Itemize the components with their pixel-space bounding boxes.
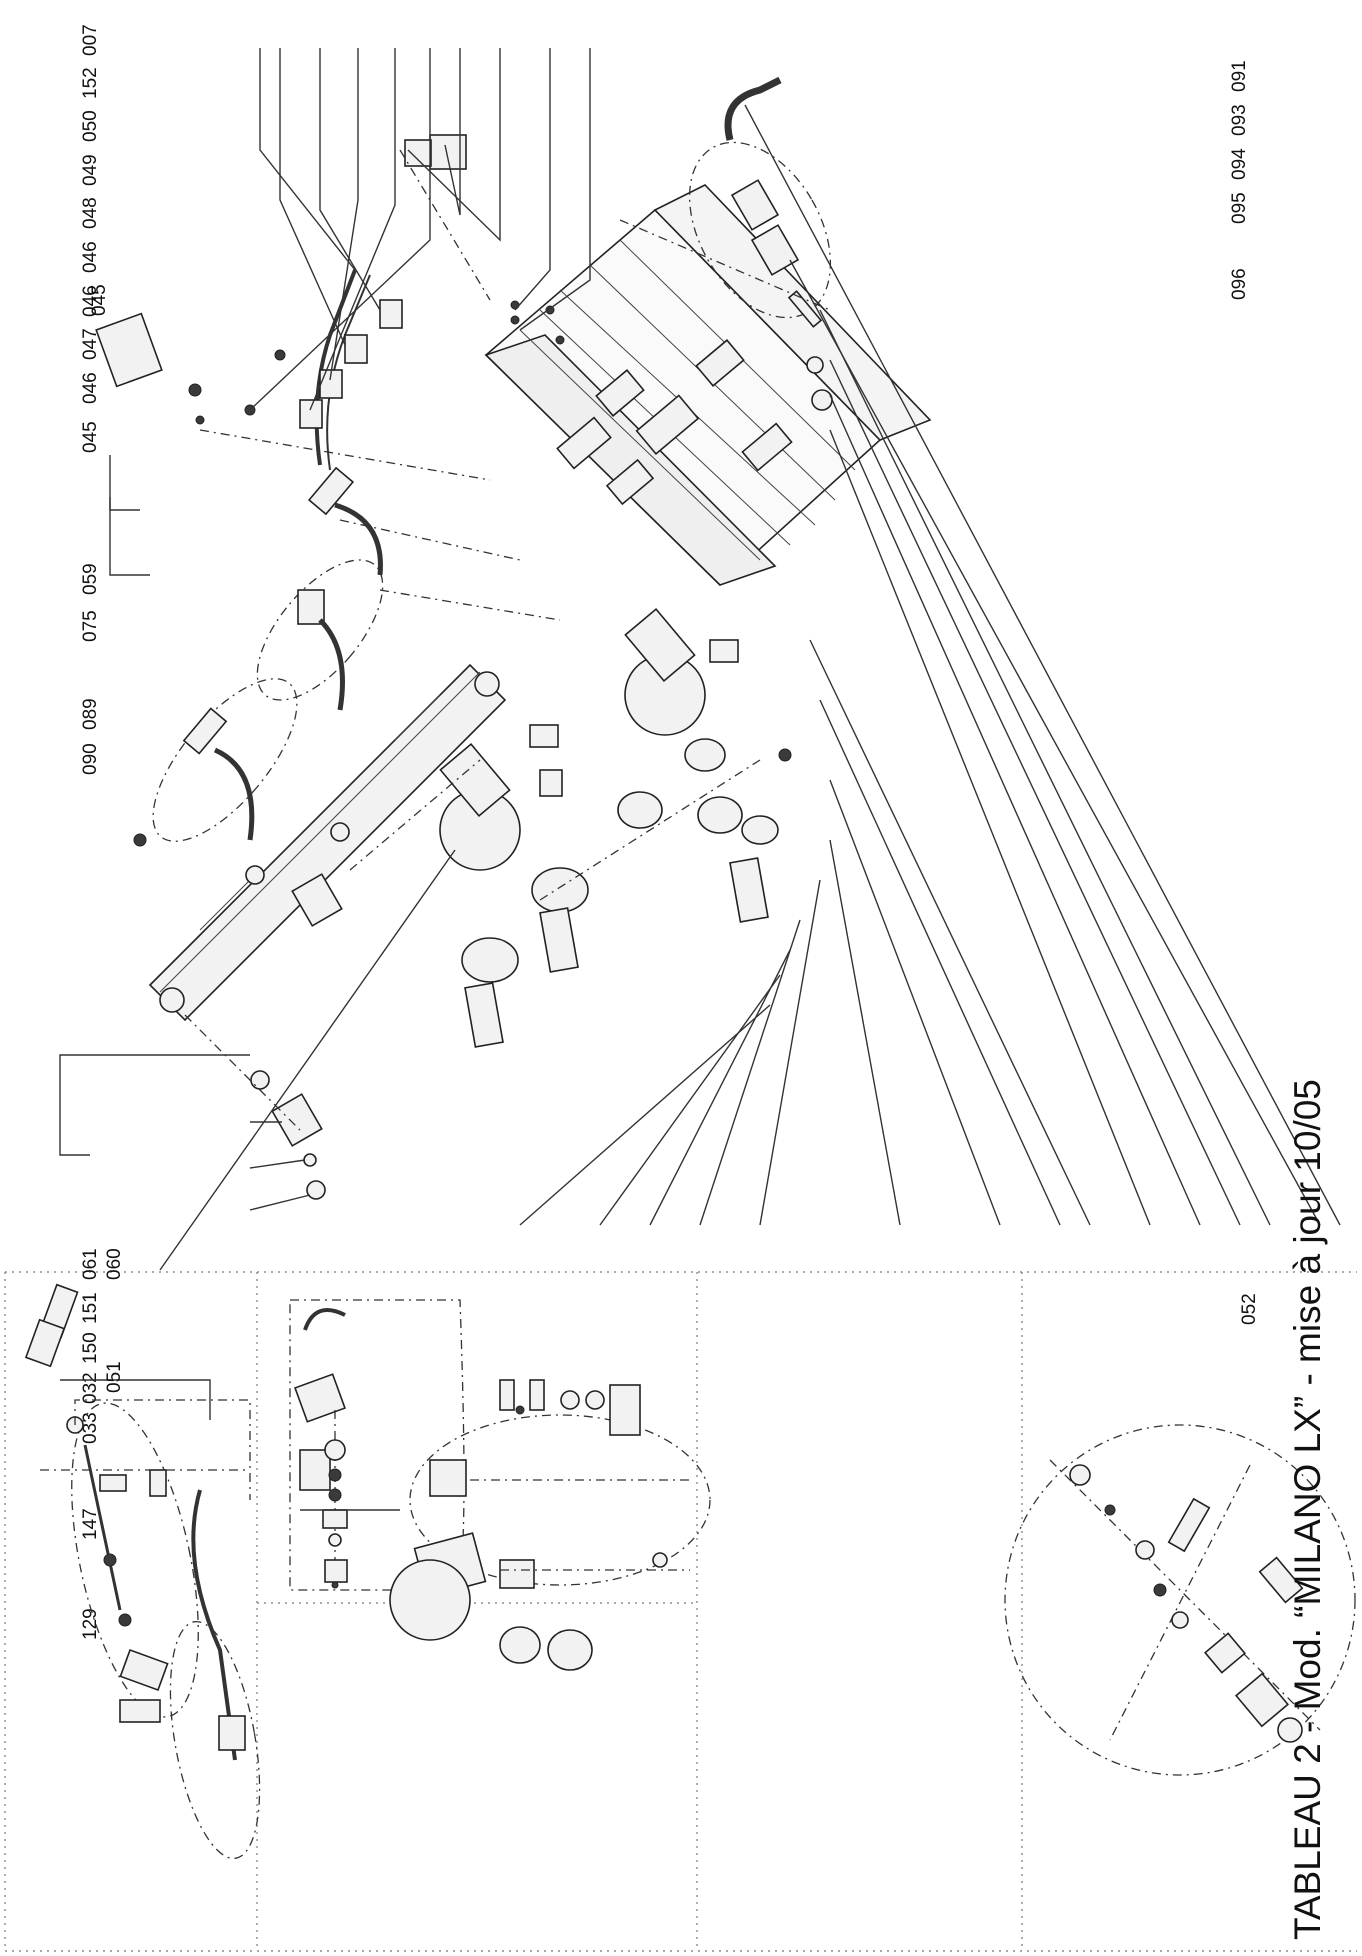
label-group-left: 091 093 094 095 096 [1229,60,1250,300]
label-059: 059 [80,563,101,595]
label-032: 032 [80,1372,101,1404]
group-head-right [624,608,739,736]
main-exploded-view: 045 046 047 046 046 048 049 050 152 007 … [59,24,1341,1640]
group-head-096 [439,724,563,871]
label-095: 095 [1229,192,1250,224]
label-007: 007 [80,24,101,56]
chassis-frame [484,184,932,587]
assembly-lines [184,149,831,1131]
label-089: 089 [80,698,101,730]
label-093: 093 [1229,104,1250,136]
label-050: 050 [80,110,101,142]
label-096: 096 [1229,268,1250,300]
label-group-top-right: 061 060 151 150 032 033 147 129 [80,1248,125,1640]
panel-tap-detail [1004,1424,1356,1776]
label-046-c: 046 [80,241,101,273]
label-060-top: 060 [104,1248,125,1280]
label-090: 090 [80,743,101,775]
label-150: 150 [80,1332,101,1364]
label-045: 045 [80,421,101,453]
label-091: 091 [1229,60,1250,92]
label-061-top: 061 [80,1248,101,1280]
label-129-top: 129 [80,1608,101,1640]
panel-valve-labels: 052 [1239,1293,1260,1325]
boiler-parts [244,269,403,471]
tap-assembly-129 [688,76,832,319]
label-151: 151 [80,1292,101,1324]
valve-row-parts [149,1469,167,1497]
label-047: 047 [80,328,101,360]
small-parts-126-128 [787,290,833,411]
panel-solenoid-detail [289,1299,465,1591]
panel-valve-detail: 051 [24,1283,261,1860]
top-label-row: 045 [89,284,110,316]
label-033: 033 [80,1412,101,1444]
label-group-main: 045 046 047 046 046 048 049 050 152 007 … [80,24,101,775]
label-094: 094 [1229,148,1250,180]
panel-group-detail [389,1379,711,1671]
transformer-050 [95,312,205,425]
label-046-b: 046 [80,285,101,317]
label-049: 049 [80,154,101,186]
label-048: 048 [80,197,101,229]
wand-parts-091-095 [245,865,343,1200]
valve-075 [133,678,298,847]
valve-059 [256,559,384,711]
label-046-a: 046 [80,372,101,404]
portafilters [461,738,792,1048]
top-045: 045 [89,284,110,316]
switch-150 [404,134,467,170]
leader-lines-main [59,48,1341,1271]
group-head-bar [148,663,507,1022]
label-052: 052 [1239,1293,1260,1325]
label-075: 075 [80,610,101,642]
page-title: TABLEAU 2 - Mod. “MILANO LX” - mise à jo… [1287,1079,1328,1940]
label-051: 051 [104,1361,125,1393]
label-147: 147 [80,1508,101,1540]
label-152: 152 [80,67,101,99]
panel-dividers [4,1271,1357,1952]
valve-upper [307,466,383,576]
